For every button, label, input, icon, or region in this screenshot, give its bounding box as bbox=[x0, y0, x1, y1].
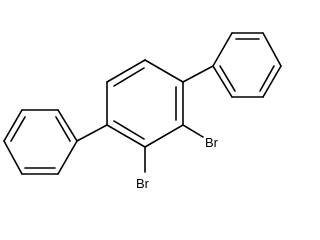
bond bbox=[3, 109, 23, 142]
bond bbox=[262, 32, 282, 67]
bond bbox=[3, 140, 23, 175]
double-bond-line bbox=[55, 116, 71, 142]
double-bond-line bbox=[259, 65, 275, 92]
double-bond-line bbox=[10, 116, 26, 142]
double-bond-line bbox=[113, 67, 145, 87]
bond bbox=[57, 109, 78, 142]
phenyl-ring-upper bbox=[212, 32, 282, 98]
bond bbox=[262, 65, 282, 98]
bond bbox=[106, 124, 146, 148]
bond bbox=[144, 124, 184, 148]
phenyl-ring-lower bbox=[3, 109, 78, 175]
bond-to-br-upper bbox=[182, 124, 204, 138]
bond bbox=[144, 59, 184, 83]
bond bbox=[106, 59, 146, 83]
bond bbox=[212, 32, 233, 67]
bond bbox=[182, 65, 214, 83]
bromine-label-lower: Br bbox=[136, 176, 150, 191]
structure-canvas: Br Br bbox=[3, 32, 282, 191]
double-bond-line bbox=[219, 65, 236, 92]
double-bond-line bbox=[113, 120, 145, 140]
central-ring bbox=[106, 59, 184, 148]
bond bbox=[212, 65, 233, 98]
bromine-label-upper: Br bbox=[205, 135, 219, 150]
bond bbox=[57, 140, 78, 175]
molecule-structure: Br Br bbox=[3, 32, 282, 191]
bond bbox=[76, 124, 108, 142]
